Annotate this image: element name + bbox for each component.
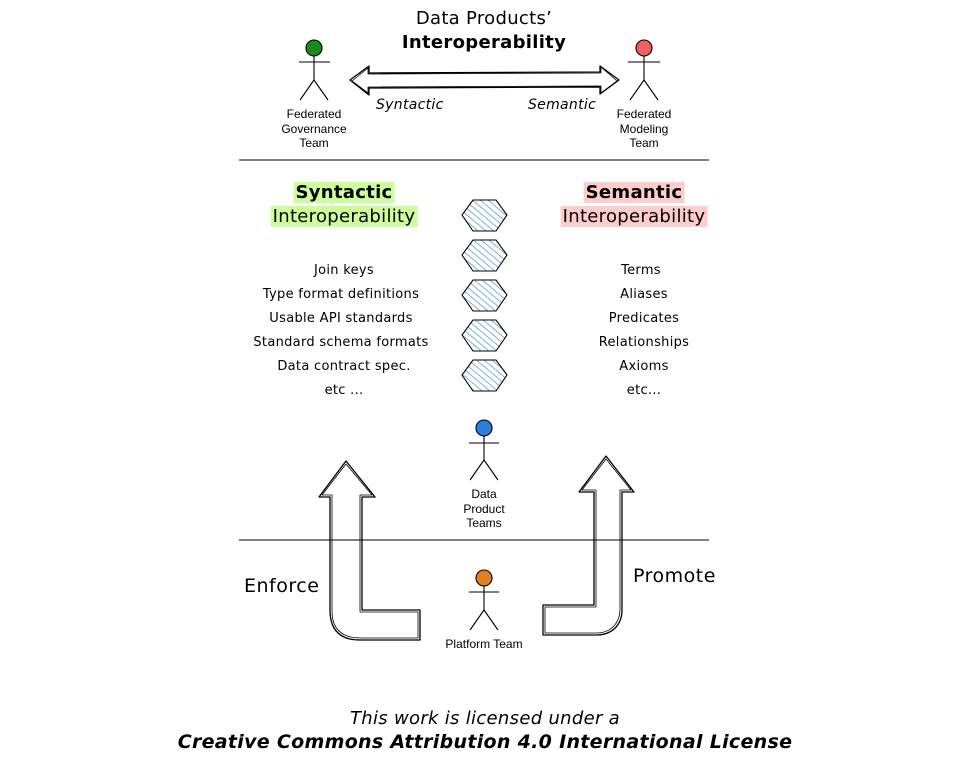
modeling-team-figure-icon bbox=[628, 39, 660, 101]
hexagon-stack bbox=[461, 199, 508, 392]
label-line: Product bbox=[463, 501, 505, 516]
hexagon-icon bbox=[461, 319, 508, 352]
page-title: Data Products’ bbox=[415, 8, 553, 29]
enforce-label: Enforce bbox=[244, 575, 320, 597]
page-title-emphasis: Interoperability bbox=[401, 32, 567, 53]
hexagon-icon bbox=[461, 239, 508, 272]
label-line: Governance bbox=[281, 121, 347, 136]
hexagon-icon bbox=[461, 279, 508, 312]
enforce-arrow-icon bbox=[318, 460, 421, 641]
arrow-label-semantic: Semantic bbox=[528, 97, 597, 113]
data-product-teams-label: Data Product Teams bbox=[463, 487, 504, 531]
semantic-heading: Semantic Interoperability bbox=[560, 181, 708, 229]
syntactic-item: Usable API standards bbox=[269, 311, 413, 326]
governance-team-label: Federated Governance Team bbox=[281, 107, 346, 151]
syntactic-heading-bold: Syntactic bbox=[293, 182, 395, 203]
semantic-item: etc... bbox=[626, 383, 662, 398]
arrow-label-syntactic: Syntactic bbox=[376, 97, 444, 113]
hexagon-icon bbox=[461, 199, 508, 232]
semantic-heading-text: Interoperability bbox=[560, 206, 708, 227]
syntactic-item: Standard schema formats bbox=[253, 335, 429, 350]
label-line: Data bbox=[471, 487, 497, 501]
semantic-item: Aliases bbox=[620, 287, 668, 302]
semantic-item: Relationships bbox=[598, 335, 690, 350]
data-product-team-figure-icon bbox=[469, 419, 499, 481]
platform-team-figure-icon bbox=[469, 569, 499, 631]
label-line: Federated bbox=[616, 107, 672, 121]
platform-team-label: Platform Team bbox=[445, 637, 522, 652]
label-line: Platform Team bbox=[445, 637, 523, 651]
syntactic-item: Type format definitions bbox=[262, 287, 420, 302]
semantic-item: Axioms bbox=[619, 359, 669, 374]
governance-team-figure-icon bbox=[299, 39, 330, 101]
modeling-team-label: Federated Modeling Team bbox=[617, 107, 672, 151]
syntactic-heading-text: Interoperability bbox=[270, 206, 418, 227]
hexagon-icon bbox=[461, 359, 508, 392]
label-line: Modeling bbox=[619, 121, 669, 136]
double-arrow-icon bbox=[349, 65, 620, 96]
semantic-item: Terms bbox=[621, 263, 661, 278]
syntactic-item: etc ... bbox=[324, 383, 364, 398]
semantic-item: Predicates bbox=[608, 311, 680, 326]
promote-label: Promote bbox=[633, 565, 716, 587]
label-line: Federated bbox=[286, 107, 342, 121]
license-text: This work is licensed under a bbox=[349, 708, 621, 729]
label-line: Team bbox=[299, 136, 329, 150]
license-link[interactable]: Creative Commons Attribution 4.0 Interna… bbox=[177, 731, 793, 753]
promote-arrow-icon bbox=[542, 455, 635, 636]
label-line: Team bbox=[629, 136, 659, 150]
syntactic-item: Data contract spec. bbox=[277, 359, 411, 374]
semantic-heading-bold: Semantic bbox=[583, 182, 685, 203]
syntactic-item: Join keys bbox=[313, 263, 375, 278]
label-line: Teams bbox=[466, 516, 502, 530]
syntactic-heading: Syntactic Interoperability bbox=[270, 181, 418, 229]
